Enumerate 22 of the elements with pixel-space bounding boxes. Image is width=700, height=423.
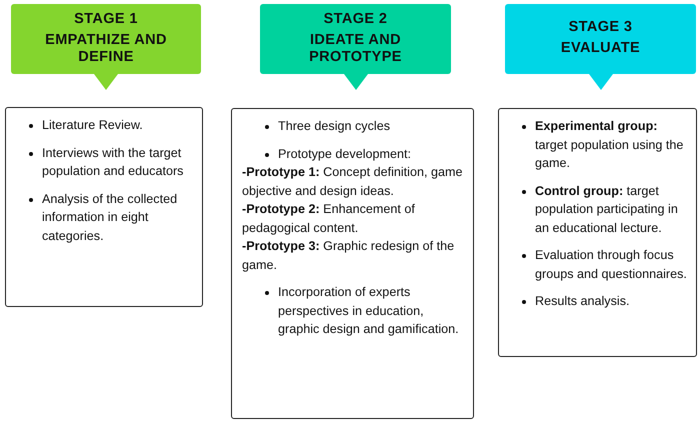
stage-number: STAGE 3 bbox=[568, 19, 632, 36]
bullet-item: Prototype development: bbox=[278, 146, 412, 163]
text-line: -Prototype 2: Enhancement of pedagogical content. bbox=[242, 201, 416, 237]
bullet-item: Three design cycles bbox=[278, 118, 390, 135]
bullet-item: Experimental group: target population using the game. bbox=[535, 118, 684, 172]
text-line: -Prototype 1: Concept definition, game objective and design ideas. bbox=[242, 164, 464, 200]
bullet-item: Interviews with the target population and educators bbox=[42, 144, 184, 180]
stage-title: IDEATE AND PROTOTYPE bbox=[308, 32, 403, 66]
bullet-item: Literature Review. bbox=[42, 117, 143, 134]
stage-title: EVALUATE bbox=[560, 40, 640, 57]
bullet-item: Results analysis. bbox=[535, 293, 630, 310]
stage-number: STAGE 2 bbox=[324, 10, 388, 28]
content-box bbox=[5, 107, 203, 307]
stage-number: STAGE 1 bbox=[74, 10, 138, 28]
bullet-item: Analysis of the collected information in eight categories. bbox=[42, 190, 178, 245]
text-line: -Prototype 3: Graphic redesign of the game. bbox=[242, 238, 456, 274]
bullet-item: Control group: target population participating in an educational lecture. bbox=[535, 182, 679, 236]
content-box bbox=[498, 108, 697, 357]
bullet-item: Evaluation through focus groups and questionnaires. bbox=[535, 247, 688, 283]
content-box bbox=[231, 108, 474, 419]
bullet-item: Incorporation of experts perspectives in education, graphic design and gamification. bbox=[278, 284, 460, 338]
stage-title: EMPATHIZE AND DEFINE bbox=[44, 32, 168, 66]
